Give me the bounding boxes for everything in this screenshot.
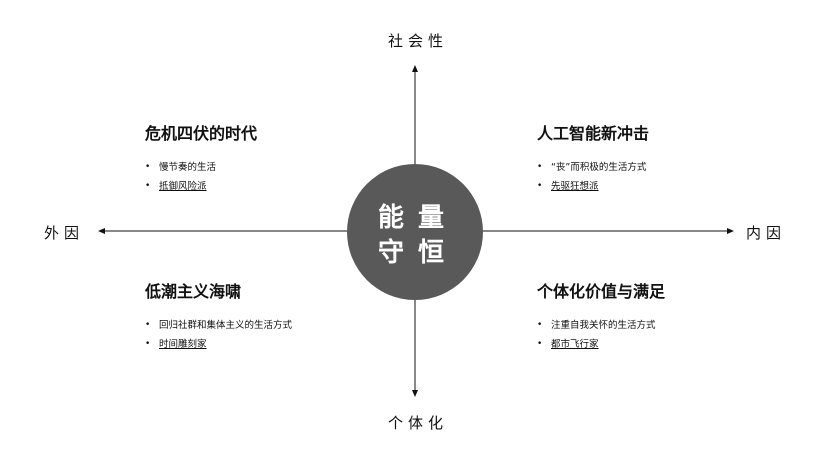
list-item-link[interactable]: 先驱狂想派 [537,177,649,196]
axis-label-left: 外因 [44,224,85,242]
list-item: “丧”而积极的生活方式 [537,158,649,177]
quadrant-bottom-right: 个体化价值与满足 注重自我关怀的生活方式 都市飞行家 [537,278,665,354]
quadrant-list: 注重自我关怀的生活方式 都市飞行家 [537,316,665,354]
list-item: 慢节奏的生活 [145,158,257,177]
axis-label-bottom: 个体化 [388,414,449,432]
quadrant-title: 低潮主义海啸 [145,282,242,301]
axis-label-right: 内因 [746,224,787,242]
quadrant-list: “丧”而积极的生活方式 先驱狂想派 [537,158,649,196]
quadrant-top-left: 危机四伏的时代 慢节奏的生活 抵御风险派 [145,120,257,196]
quadrant-list: 回归社群和集体主义的生活方式 时间雕刻家 [145,316,292,354]
list-item: 回归社群和集体主义的生活方式 [145,316,292,335]
quadrant-title: 个体化价值与满足 [537,282,666,301]
quadrant-top-right: 人工智能新冲击 “丧”而积极的生活方式 先驱狂想派 [537,120,649,196]
list-item-link[interactable]: 都市飞行家 [537,335,665,354]
center-text-line1: 能量 [378,203,459,233]
list-item-link[interactable]: 时间雕刻家 [145,335,292,354]
axis-label-top: 社会性 [388,32,449,50]
quadrant-bottom-left: 低潮主义海啸 回归社群和集体主义的生活方式 时间雕刻家 [145,278,292,354]
center-circle [347,164,483,300]
quadrant-list: 慢节奏的生活 抵御风险派 [145,158,257,196]
center-text-line2: 守恒 [378,238,459,268]
quadrant-title: 人工智能新冲击 [537,124,650,143]
quadrant-title: 危机四伏的时代 [145,124,258,143]
list-item: 注重自我关怀的生活方式 [537,316,665,335]
list-item-link[interactable]: 抵御风险派 [145,177,257,196]
